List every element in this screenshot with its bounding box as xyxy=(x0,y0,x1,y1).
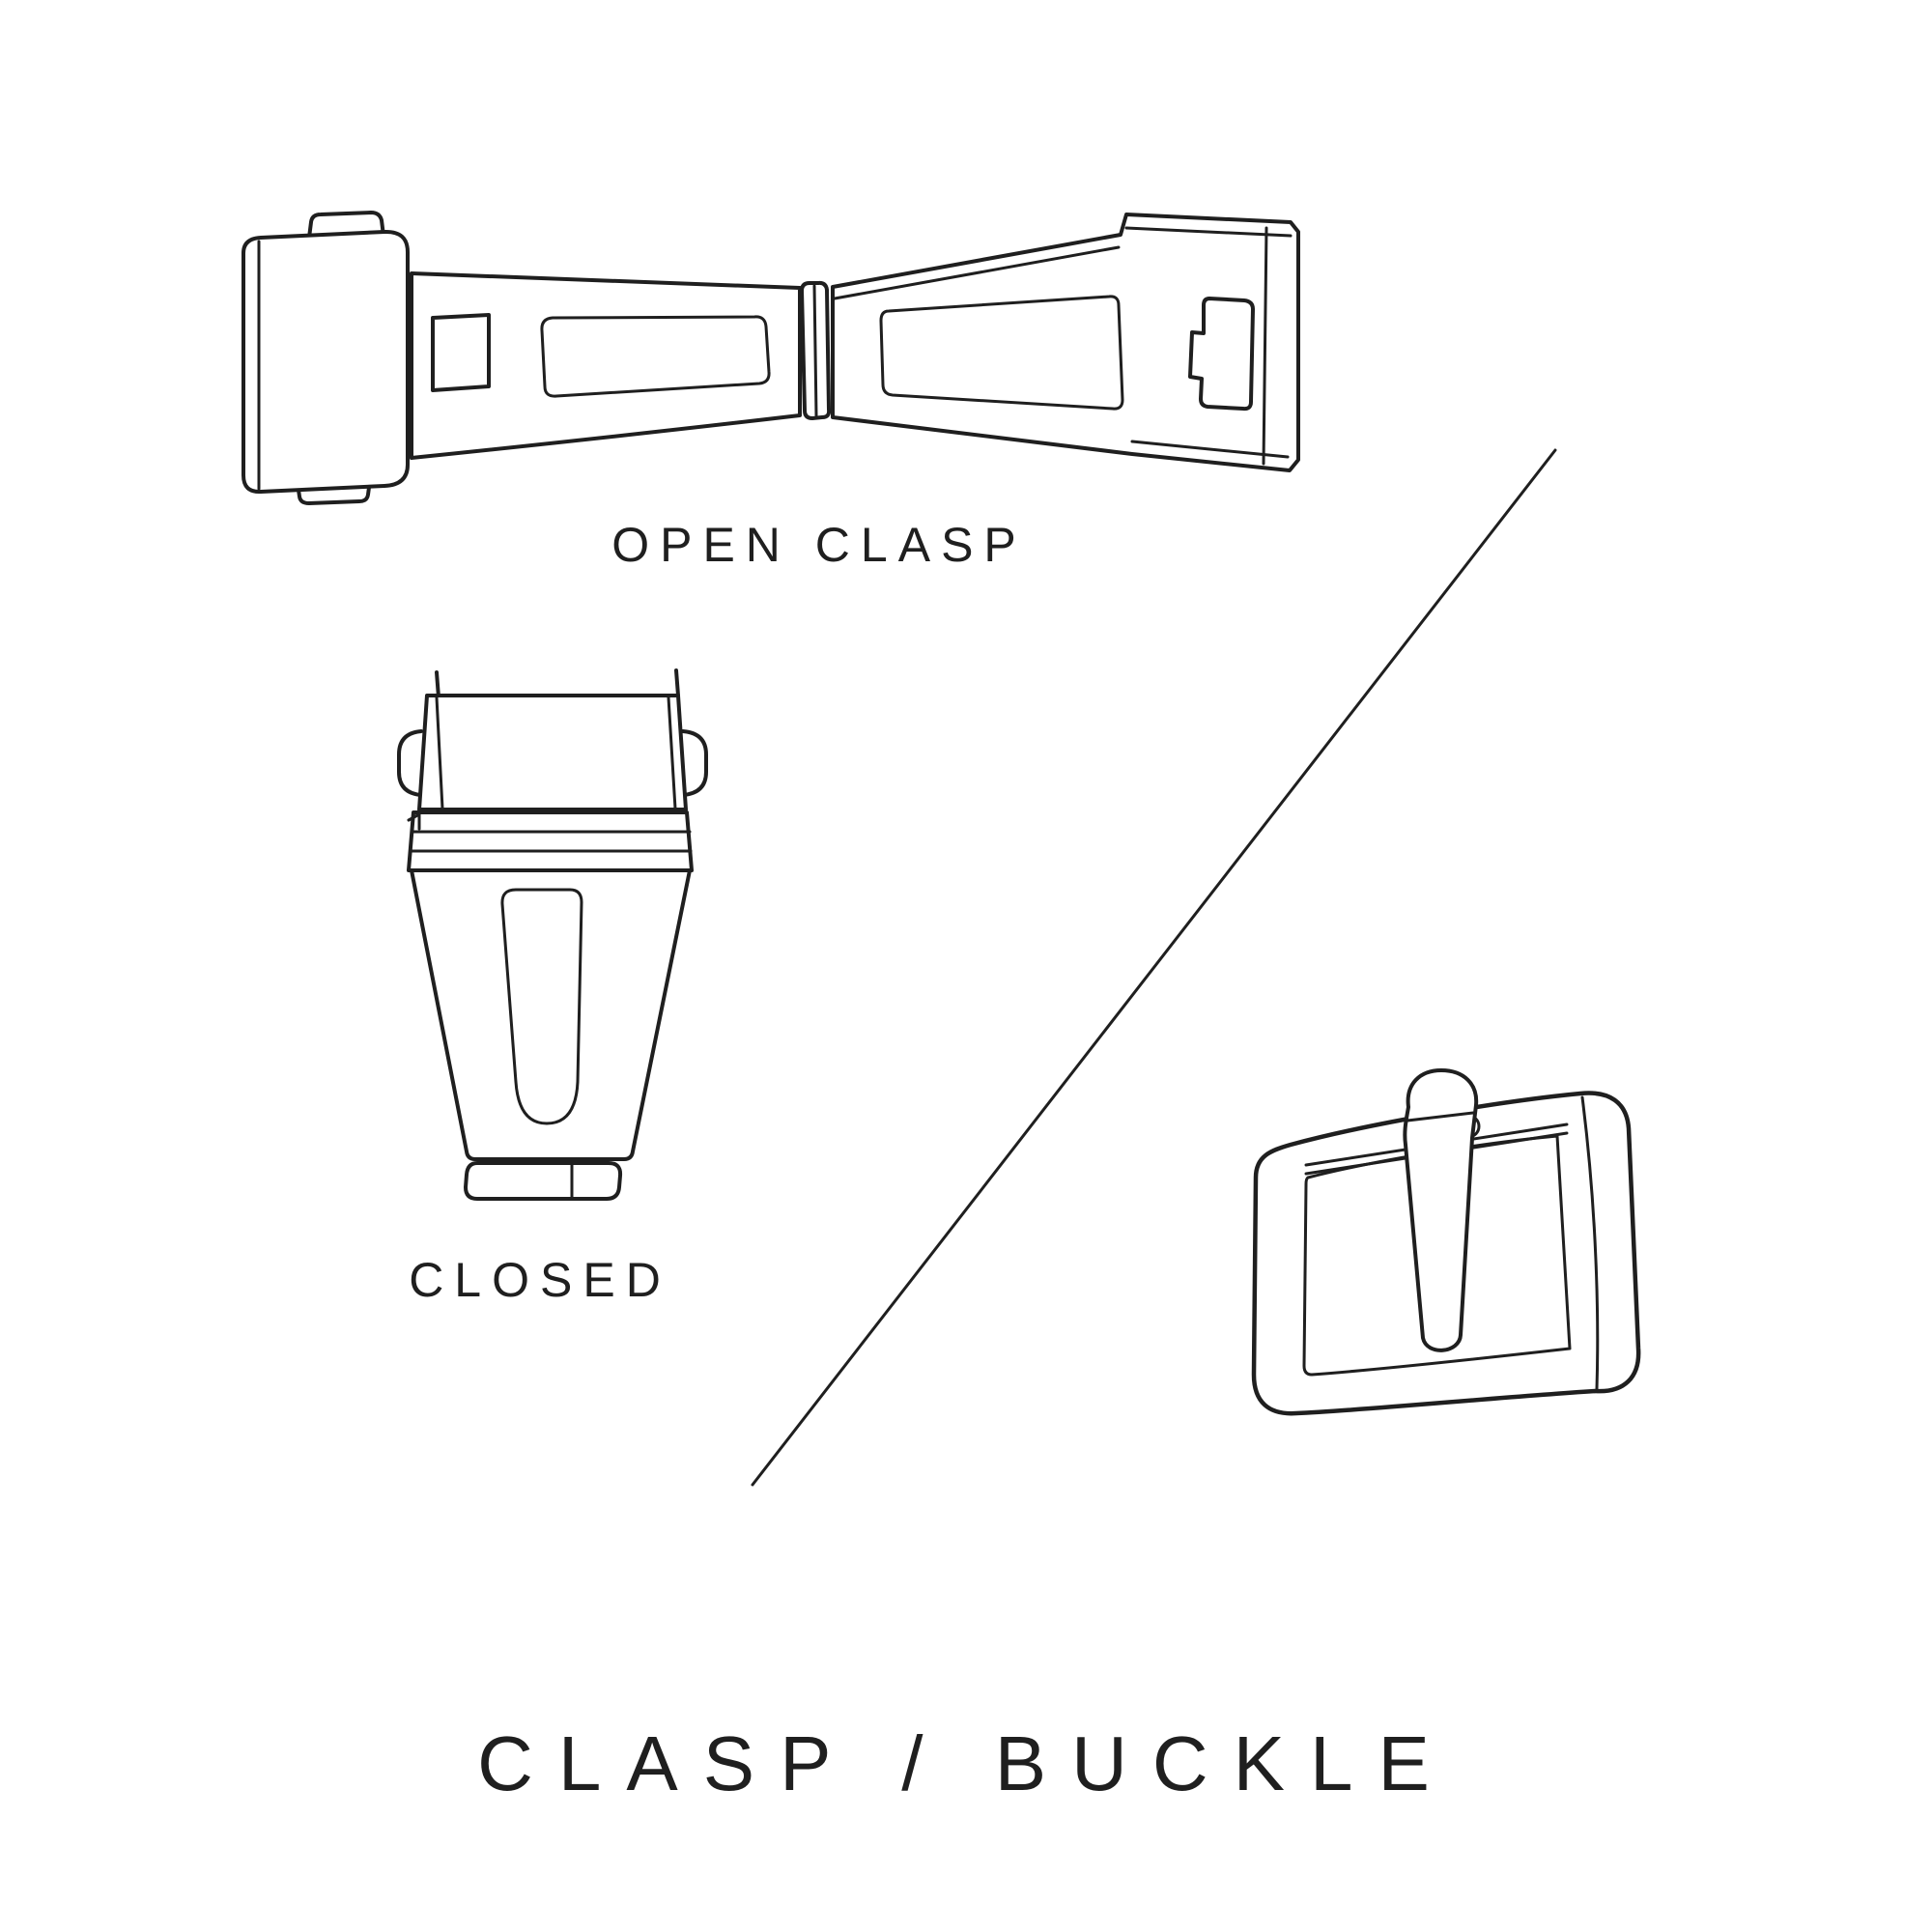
closed-clasp-right-prong xyxy=(674,668,680,697)
open-clasp-cover xyxy=(242,229,410,495)
open-clasp-illustration xyxy=(242,211,1300,505)
open-clasp-hinge-line xyxy=(812,284,818,417)
closed-clasp-left-prong xyxy=(435,670,440,699)
divider-line xyxy=(751,448,1557,1487)
closed-clasp-end-bar xyxy=(464,1161,623,1201)
open-clasp-left-arm xyxy=(410,271,802,460)
open-clasp-release-notch xyxy=(431,313,491,392)
open-clasp-right-arm-top-line xyxy=(833,245,1121,300)
closed-clasp-illustration xyxy=(397,668,708,1201)
closed-clasp-band xyxy=(407,810,694,872)
open-clasp-left-arm-panel xyxy=(540,315,771,398)
closed-clasp-band-notch xyxy=(407,812,421,831)
closed-clasp-box-left-line xyxy=(435,696,444,810)
buckle-right-face-line xyxy=(1580,1095,1600,1391)
closed-clasp-top-box xyxy=(417,694,688,811)
open-clasp-right-arm-panel xyxy=(879,295,1124,411)
closed-clasp-label: CLOSED xyxy=(409,1253,671,1307)
open-clasp-right-endplate-bottom-line xyxy=(1130,440,1290,459)
diagram-title: CLASP / BUCKLE xyxy=(477,1720,1455,1806)
open-clasp-right-end-inner-line xyxy=(1262,226,1268,466)
closed-clasp-box-right-line xyxy=(667,696,677,810)
closed-clasp-left-ear xyxy=(397,729,423,797)
buckle-tongue-fold-line xyxy=(1406,1111,1475,1122)
closed-clasp-slot xyxy=(500,888,583,1125)
buckle-illustration xyxy=(1251,1068,1641,1416)
open-clasp-right-endplate-top-line xyxy=(1124,226,1293,238)
closed-clasp-right-ear xyxy=(681,729,708,797)
closed-clasp-body xyxy=(410,868,692,1161)
open-clasp-latch xyxy=(1188,297,1255,412)
buckle-tongue xyxy=(1403,1068,1479,1352)
open-clasp-label: OPEN CLASP xyxy=(611,518,1027,572)
